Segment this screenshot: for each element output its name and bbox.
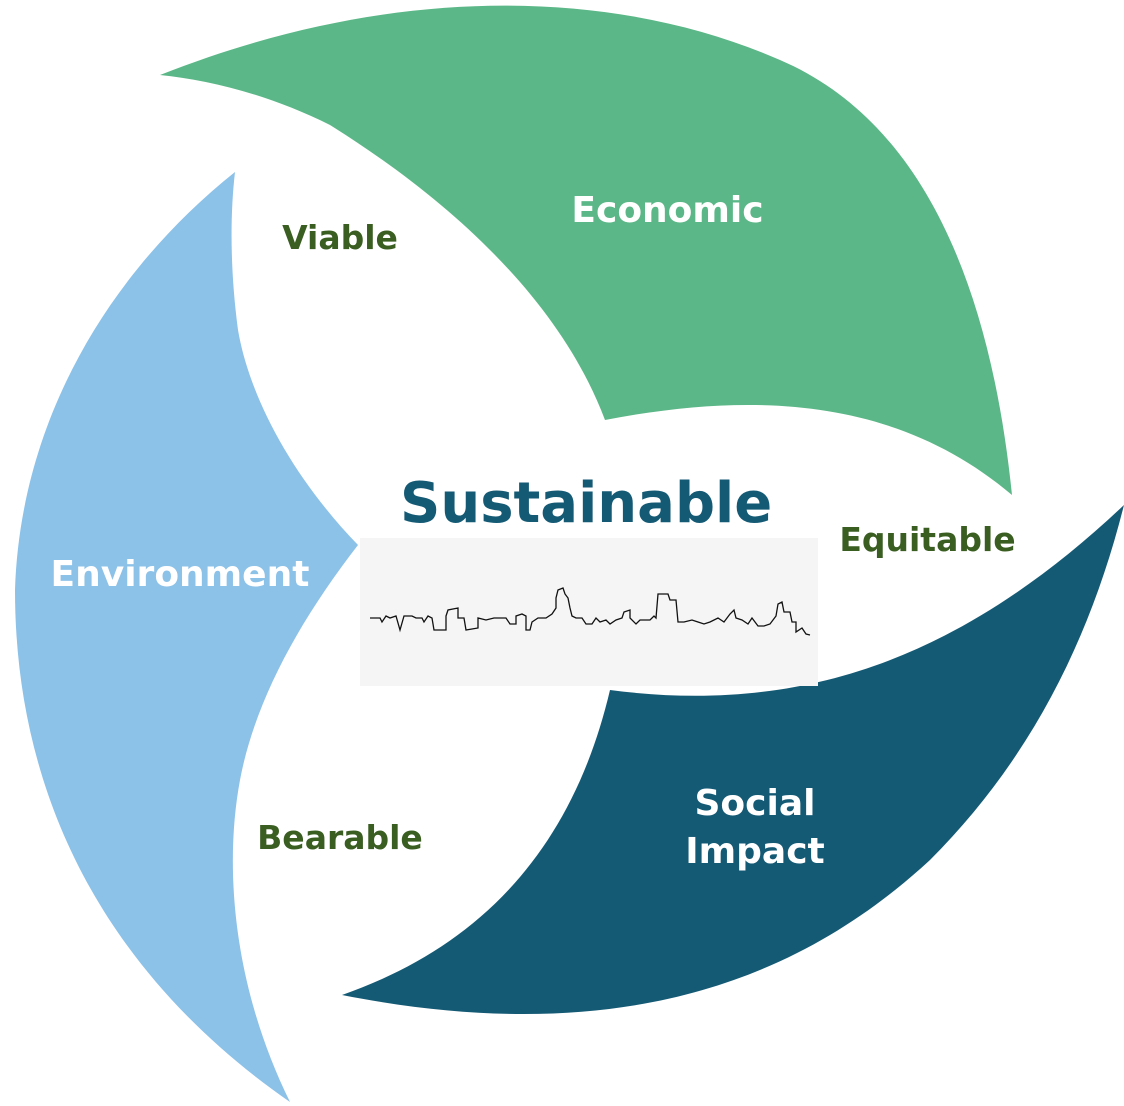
- social-impact-segment: [342, 505, 1124, 1015]
- environment-segment: [15, 172, 358, 1102]
- social-impact-label: Social Impact: [665, 780, 845, 876]
- skyline-outline: [370, 587, 811, 636]
- social-impact-label-line-1: Social: [694, 783, 816, 824]
- social-impact-label-line-2: Impact: [685, 831, 825, 872]
- viable-label: Viable: [282, 218, 398, 257]
- environment-label: Environment: [50, 554, 310, 595]
- equitable-label: Equitable: [839, 520, 1016, 559]
- economic-label: Economic: [571, 190, 764, 231]
- economic-segment: [160, 5, 1012, 495]
- city-skyline-image: [360, 538, 818, 686]
- bearable-label: Bearable: [257, 818, 423, 857]
- sustainable-title: Sustainable: [400, 471, 773, 536]
- city-skyline-icon: [370, 587, 811, 636]
